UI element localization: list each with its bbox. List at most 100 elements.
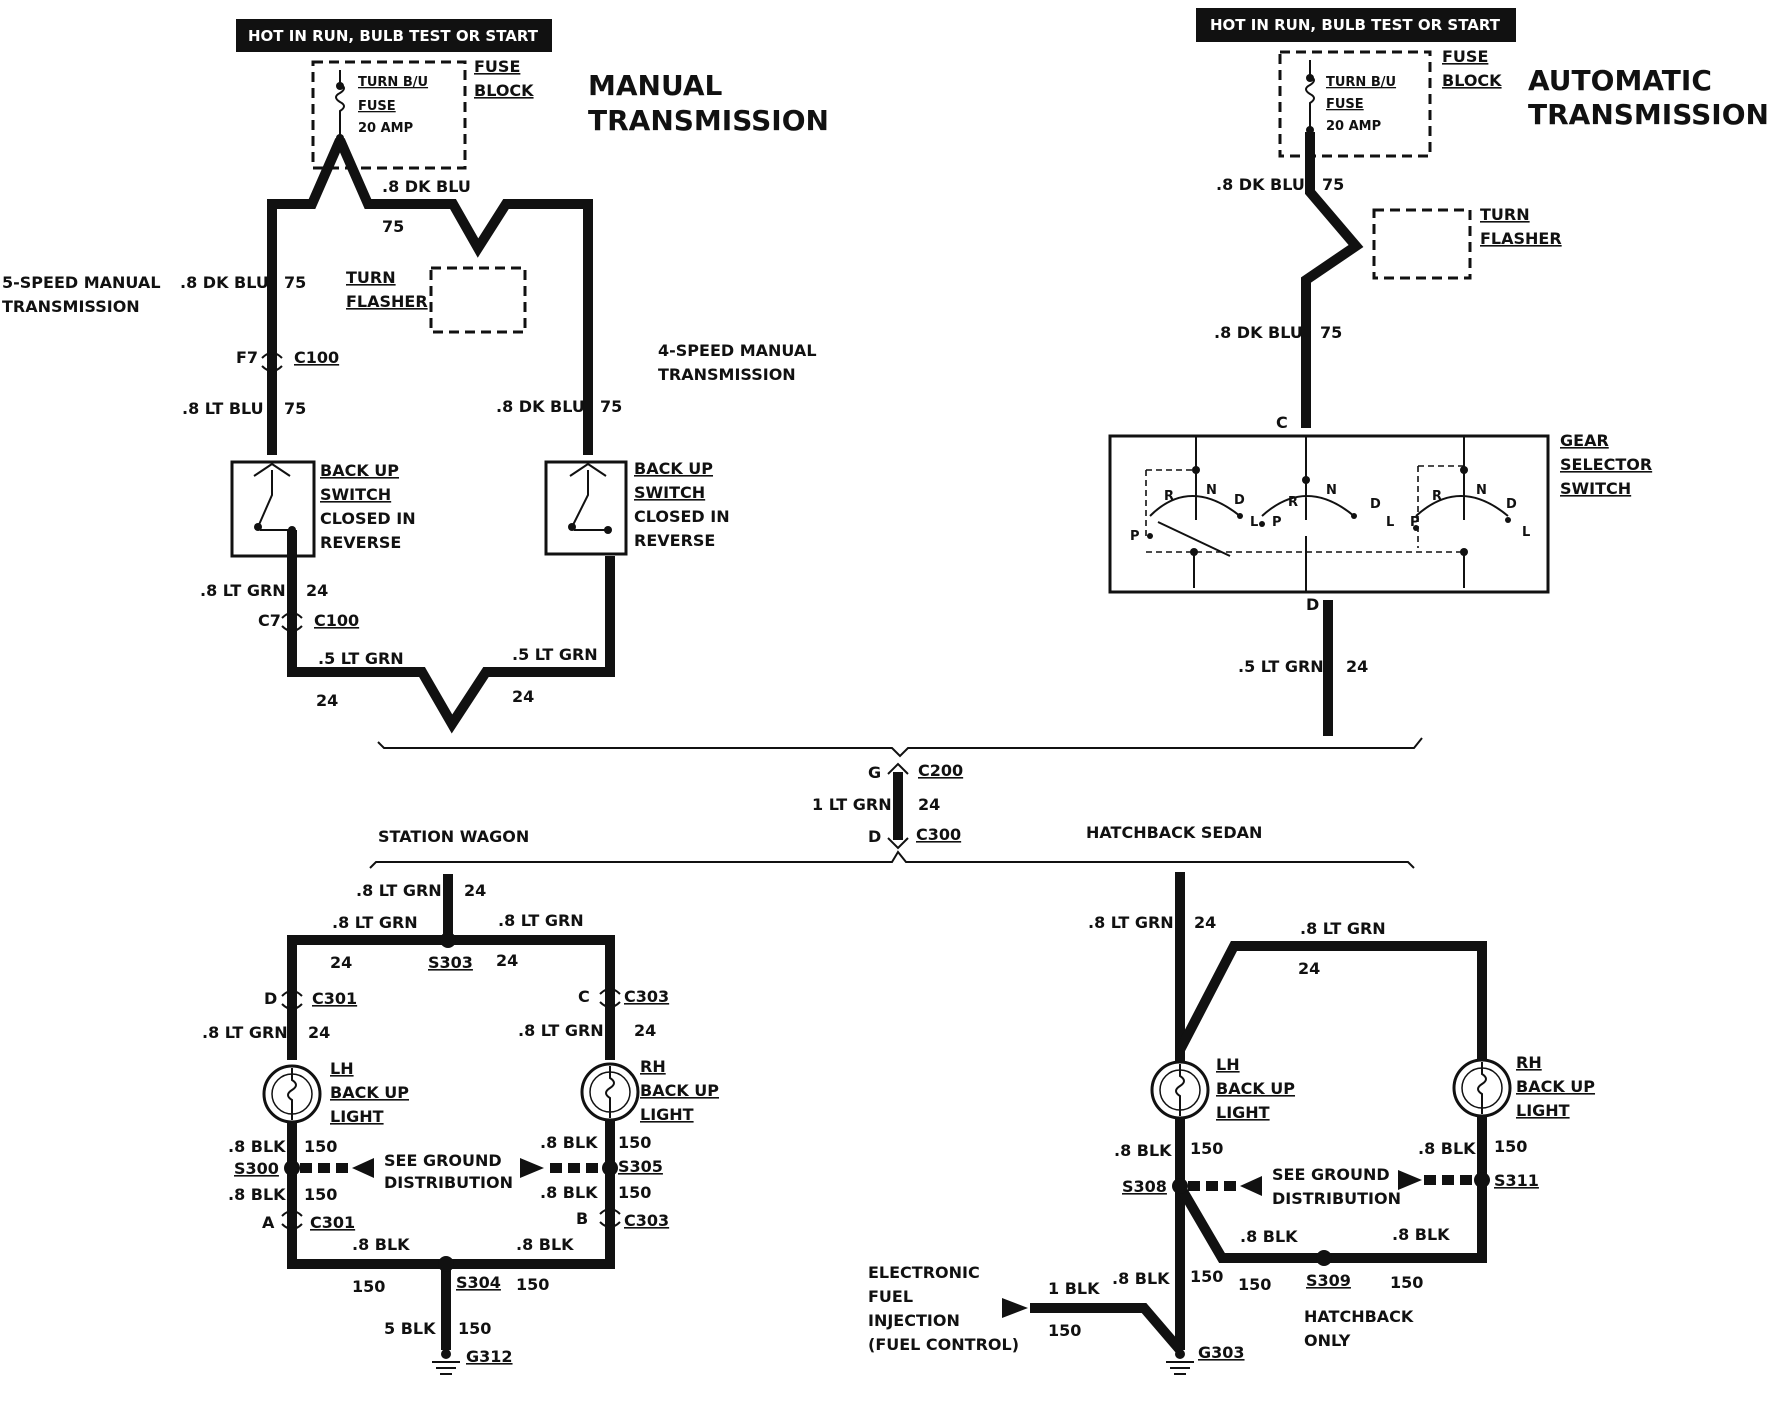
manual-bottom-left-circuit: 24: [316, 691, 338, 710]
manual-fuse-block-1: FUSE: [474, 57, 520, 76]
manual-left-wire-lower: .8 LT BLU: [182, 399, 264, 418]
wagon-lh-light-3: LIGHT: [330, 1107, 384, 1126]
gear-pos-l3: L: [1522, 525, 1530, 540]
auto-turn-flasher-box: [1372, 208, 1472, 280]
center-wire-label: 1 LT GRN: [812, 795, 892, 814]
manual-left-wire-upper: .8 DK BLU: [180, 273, 269, 292]
hatch-trunk-circuit: 24: [1194, 913, 1216, 932]
manual-banner-text: HOT IN RUN, BULB TEST OR START: [248, 27, 539, 45]
hatch-rh-light-2: BACK UP: [1516, 1077, 1595, 1096]
wagon-bottom-left-circuit: 150: [352, 1277, 385, 1296]
wagon-rh-backup-light: [580, 1062, 640, 1122]
manual-left-circuit-upper: 75: [284, 273, 306, 292]
hatch-s309: S309: [1306, 1271, 1351, 1290]
wagon-ground-dist-2: DISTRIBUTION: [384, 1173, 513, 1192]
manual-left-switch-4: REVERSE: [320, 533, 401, 552]
gear-pos-l1: L: [1250, 515, 1258, 530]
hatch-rh-light-3: LIGHT: [1516, 1101, 1570, 1120]
center-pin-g: G: [868, 763, 881, 782]
hatch-efi-wire: [1030, 1303, 1184, 1354]
hatch-hatchback-only-2: ONLY: [1304, 1331, 1351, 1350]
manual-wire-right-feed: [335, 137, 593, 455]
manual-transmission-section: HOT IN RUN, BULB TEST OR START TURN B/U …: [2, 19, 829, 734]
wagon-bottom-right-circuit: 150: [516, 1275, 549, 1294]
hatchback-sedan-section: HATCHBACK SEDAN .8 LT GRN 24 .8 LT GRN 2…: [868, 823, 1595, 1375]
wagon-rh-light-3: LIGHT: [640, 1105, 694, 1124]
hatch-branch-blk-right: .8 BLK: [1392, 1225, 1450, 1244]
manual-banner: [236, 19, 552, 52]
gear-pos-p1: P: [1130, 529, 1140, 544]
gear-selector-2: SELECTOR: [1560, 455, 1652, 474]
gear-selector-switch: [1108, 434, 1550, 594]
manual-fuse-block-2: BLOCK: [474, 81, 534, 100]
wagon-left-wire: .8 LT GRN: [202, 1023, 288, 1042]
hatch-s311: S311: [1494, 1171, 1539, 1190]
manual-top-wire: .8 DK BLU: [382, 177, 471, 196]
manual-left-backup-switch: [230, 460, 316, 558]
station-wagon-section: STATION WAGON .8 LT GRN 24 .8 LT GRN .8 …: [202, 827, 719, 1375]
hatch-top-circuit: 24: [1298, 959, 1320, 978]
auto-out-wire: .5 LT GRN: [1238, 657, 1324, 676]
hatch-lh-backup-light: [1150, 1060, 1210, 1120]
hatch-title: HATCHBACK SEDAN: [1086, 823, 1262, 842]
manual-top-circuit: 75: [382, 217, 404, 236]
hatch-lh-light-1: LH: [1216, 1055, 1240, 1074]
wagon-right-blk-circuit-2: 150: [618, 1183, 651, 1202]
hatch-hatchback-only-1: HATCHBACK: [1304, 1307, 1414, 1326]
wagon-right-blk-wire-2: .8 BLK: [540, 1183, 598, 1202]
manual-left-switch-1: BACK UP: [320, 461, 399, 480]
manual-four-speed-1: 4-SPEED MANUAL: [658, 341, 817, 360]
wagon-s303: S303: [428, 953, 473, 972]
wagon-c303-upper: C303: [624, 987, 669, 1006]
gear-pos-n3: N: [1476, 483, 1487, 498]
manual-fuse-line-2: FUSE: [358, 99, 396, 114]
manual-c100-pin-lower: C7: [258, 611, 281, 630]
auto-title-2: TRANSMISSION: [1528, 98, 1769, 131]
wagon-trunk-wire-label: .8 LT GRN: [356, 881, 442, 900]
auto-wire-feed: [1301, 132, 1364, 428]
hatch-s308: S308: [1122, 1177, 1167, 1196]
hatch-lh-light-3: LIGHT: [1216, 1103, 1270, 1122]
manual-c100-pin-upper: F7: [236, 348, 258, 367]
wagon-left-top-wire: .8 LT GRN: [332, 913, 418, 932]
manual-fuse-line-1: TURN B/U: [358, 75, 428, 90]
hatch-left-blk-circuit: 150: [1190, 1139, 1223, 1158]
hatch-efi-1: ELECTRONIC: [868, 1263, 980, 1282]
lower-bracket: [369, 850, 1415, 869]
auto-banner-text: HOT IN RUN, BULB TEST OR START: [1210, 16, 1501, 34]
manual-five-speed-2: TRANSMISSION: [2, 297, 140, 316]
wagon-right-top-wire: .8 LT GRN: [498, 911, 584, 930]
hatch-efi-arrow: [1002, 1298, 1028, 1318]
wagon-right-wire: .8 LT GRN: [518, 1021, 604, 1040]
wagon-g312: G312: [466, 1347, 513, 1366]
wagon-s304: S304: [456, 1273, 501, 1292]
wagon-ground-icon: [432, 1349, 460, 1375]
manual-right-switch-3: CLOSED IN: [634, 507, 730, 526]
gear-pos-d3: D: [1506, 497, 1517, 512]
hatch-efi-wire-label: 1 BLK: [1048, 1279, 1100, 1298]
hatch-branch-circuit-right: 150: [1390, 1273, 1423, 1292]
wagon-pin-d: D: [264, 989, 277, 1008]
gear-pos-n2: N: [1326, 483, 1337, 498]
hatch-rh-backup-light: [1452, 1058, 1512, 1118]
manual-right-switch-2: SWITCH: [634, 483, 705, 502]
manual-c100-upper-connector: [261, 352, 283, 372]
manual-turn-flasher-1: TURN: [346, 268, 396, 287]
hatch-left-blk-wire: .8 BLK: [1114, 1141, 1172, 1160]
gear-pos-d2: D: [1370, 497, 1381, 512]
manual-lt-grn-circuit: 24: [306, 581, 328, 600]
gear-pos-l2: L: [1386, 515, 1394, 530]
center-c200: C200: [918, 761, 963, 780]
auto-fuse-line-3: 20 AMP: [1326, 119, 1381, 134]
wagon-left-blk-wire-2: .8 BLK: [228, 1185, 286, 1204]
wagon-pin-c: C: [578, 987, 590, 1006]
gear-selector-1: GEAR: [1560, 431, 1609, 450]
wagon-left-top-circuit: 24: [330, 953, 352, 972]
auto-circuit-upper: 75: [1322, 175, 1344, 194]
wagon-lh-light-1: LH: [330, 1059, 354, 1078]
manual-right-switch-1: BACK UP: [634, 459, 713, 478]
hatch-trunk-wire-label: .8 LT GRN: [1088, 913, 1174, 932]
hatch-cross-wire: [1175, 941, 1487, 1060]
auto-turn-flasher-2: FLASHER: [1480, 229, 1562, 248]
auto-fuse-block-2: BLOCK: [1442, 71, 1502, 90]
